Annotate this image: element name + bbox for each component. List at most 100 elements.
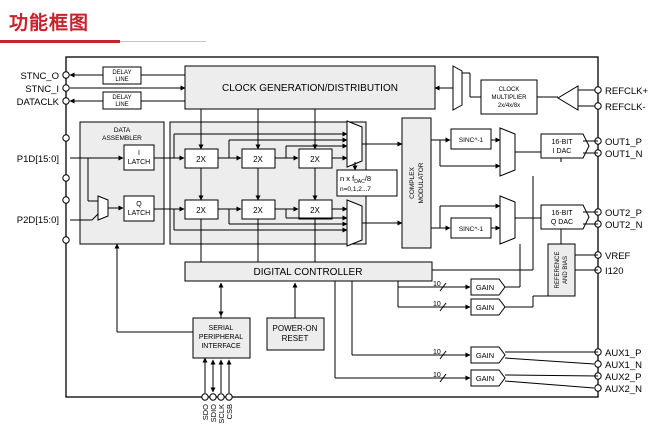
pin-stnc-o-label: STNC_O bbox=[20, 71, 59, 82]
pin-csb: CSB bbox=[225, 393, 234, 419]
sinc-q-label: SINC^-1 bbox=[459, 226, 484, 233]
interp-q-stage-1-label: 2X bbox=[196, 206, 206, 215]
pin-sclk: SCLK bbox=[217, 393, 226, 424]
q-dac-text-2: Q DAC bbox=[551, 219, 573, 226]
complex-modulator-block bbox=[401, 117, 432, 249]
pin-sclk-label: SCLK bbox=[217, 404, 226, 424]
q-latch-text-1: Q bbox=[136, 201, 142, 208]
reference-bias-block bbox=[547, 243, 576, 297]
por-text-2: RESET bbox=[282, 334, 309, 343]
pin-dataclk-marker bbox=[62, 97, 70, 105]
spi-text-3: INTERFACE bbox=[201, 343, 241, 350]
complex-modulator-text-1: COMPLEX bbox=[409, 166, 416, 198]
clock-multiplier-block bbox=[480, 79, 538, 115]
pin-out1-n: OUT1_N bbox=[594, 149, 643, 160]
pin-p1d: P1D[15:0] bbox=[17, 134, 70, 182]
pin-p2d-marker-bottom bbox=[62, 236, 70, 244]
pin-aux2-n: AUX2_N bbox=[594, 384, 642, 395]
interp-i-stage-1-label: 2X bbox=[196, 155, 206, 164]
pin-out1-p-label: OUT1_P bbox=[605, 137, 642, 148]
reference-bias-text-2: AND BIAS bbox=[563, 256, 569, 284]
clock-generation-block bbox=[184, 65, 436, 110]
sinc-i-block bbox=[450, 128, 492, 150]
q-latch-text-2: LATCH bbox=[128, 210, 150, 217]
digital-controller-block bbox=[184, 261, 433, 282]
page-title: 功能框图 bbox=[9, 12, 90, 34]
reference-bias-text-1: REFERENCE bbox=[555, 251, 561, 288]
pin-vref-label: VREF bbox=[605, 251, 631, 262]
interp-q-stage-2-label: 2X bbox=[253, 206, 263, 215]
pin-aux2-p-label: AUX2_P bbox=[605, 372, 641, 383]
pin-p2d-marker-top bbox=[62, 196, 70, 204]
gain-block-1 bbox=[470, 278, 506, 296]
pin-sdo: SDO bbox=[201, 393, 210, 420]
pin-p2d-label: P2D[15:0] bbox=[17, 215, 59, 226]
pin-out1-p: OUT1_P bbox=[594, 137, 642, 148]
spi-text-2: PERIPHERAL bbox=[199, 334, 243, 341]
pin-sdo-marker bbox=[201, 393, 209, 401]
i-latch-block bbox=[123, 144, 155, 171]
nco-range-text: n=0,1,2...7 bbox=[340, 186, 371, 193]
pin-sdio-label: SDIO bbox=[209, 404, 218, 423]
interp-i-stage-3-label: 2X bbox=[310, 155, 320, 164]
pin-out2-n-label: OUT2_N bbox=[605, 220, 643, 231]
bus-width-label-1: 10 bbox=[433, 281, 441, 288]
i-dac-block bbox=[540, 133, 590, 159]
pin-sdio: SDIO bbox=[209, 393, 218, 423]
interp-q-stage-3-label: 2X bbox=[310, 206, 320, 215]
bus-width-label-2: 10 bbox=[433, 301, 441, 308]
bus-width-label-4: 10 bbox=[433, 372, 441, 379]
pin-dataclk-label: DATACLK bbox=[17, 97, 60, 108]
pin-i120-label: I120 bbox=[605, 266, 624, 277]
q-dac-text-1: 16-BIT bbox=[551, 210, 573, 217]
pin-csb-marker bbox=[225, 393, 233, 401]
data-assembler-text-2: ASSEMBLER bbox=[102, 135, 142, 142]
sinc-i-label: SINC^-1 bbox=[459, 137, 484, 144]
delay-line-bottom-text-1: DELAY bbox=[112, 95, 131, 101]
nco-divider: /8 bbox=[365, 174, 371, 183]
data-assembler-text-1: DATA bbox=[114, 127, 131, 134]
pin-refclk-n-label: REFCLK- bbox=[605, 102, 646, 113]
pin-refclk-n-marker bbox=[594, 102, 602, 110]
pin-p1d-marker-bottom bbox=[62, 174, 70, 182]
pin-aux1-p-label: AUX1_P bbox=[605, 348, 641, 359]
nco-frequency-block bbox=[336, 169, 398, 197]
spi-text-1: SERIAL bbox=[209, 325, 234, 332]
pin-stnc-o-marker bbox=[62, 71, 70, 79]
pin-out1-n-label: OUT1_N bbox=[605, 149, 643, 160]
pin-stnc-i-marker bbox=[62, 84, 70, 92]
data-assembler-block bbox=[79, 121, 165, 245]
pin-out2-p-label: OUT2_P bbox=[605, 208, 642, 219]
pin-p1d-marker-top bbox=[62, 134, 70, 142]
gain-block-2 bbox=[470, 298, 506, 316]
delay-line-top-text-2: LINE bbox=[115, 77, 128, 83]
gain-block-3-label: GAIN bbox=[476, 351, 494, 360]
nco-n-x-f: n x f bbox=[340, 174, 355, 183]
clock-multiplier-text-1: CLOCK bbox=[499, 87, 520, 93]
i-latch-text-1: I bbox=[138, 150, 140, 157]
pin-csb-label: CSB bbox=[225, 404, 234, 419]
pin-refclk-p: REFCLK+ bbox=[594, 86, 648, 97]
pin-out2-n: OUT2_N bbox=[594, 220, 643, 231]
q-path-mux bbox=[346, 199, 363, 247]
refclk-buffer bbox=[557, 85, 579, 111]
complex-modulator-text-2: MODULATOR bbox=[418, 162, 425, 203]
pin-aux1-n-marker bbox=[594, 360, 602, 368]
pin-i120: I120 bbox=[594, 266, 624, 277]
pin-refclk-p-marker bbox=[594, 86, 602, 94]
i-latch-text-2: LATCH bbox=[128, 159, 150, 166]
p2d-mux bbox=[97, 195, 109, 221]
pin-aux1-n: AUX1_N bbox=[594, 360, 642, 371]
gain-block-4 bbox=[470, 369, 506, 387]
out-q-mux bbox=[499, 195, 516, 245]
pin-dataclk: DATACLK bbox=[17, 97, 70, 108]
gain-block-3 bbox=[470, 346, 506, 364]
pin-aux2-n-label: AUX2_N bbox=[605, 384, 642, 395]
pin-out2-p: OUT2_P bbox=[594, 208, 642, 219]
page-header: 功能框图 bbox=[0, 0, 657, 58]
delay-line-top-text-1: DELAY bbox=[112, 70, 131, 76]
q-latch-block bbox=[123, 195, 155, 222]
gain-block-2-label: GAIN bbox=[476, 303, 494, 312]
i-path-mux bbox=[346, 120, 363, 168]
q-dac-block bbox=[540, 204, 590, 230]
